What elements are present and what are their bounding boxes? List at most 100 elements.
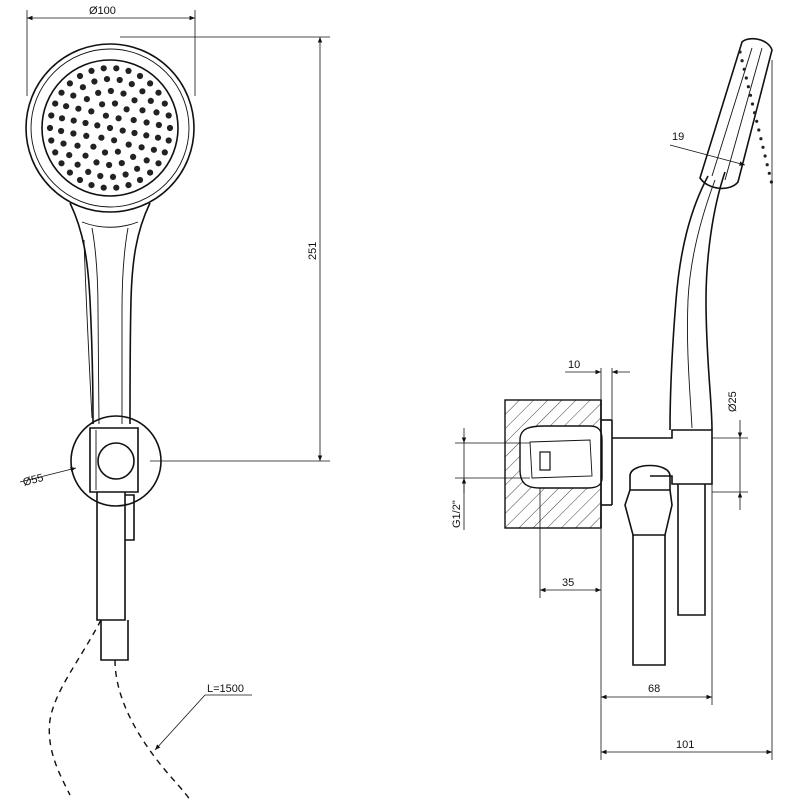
spray-hole bbox=[119, 127, 126, 134]
dim-label-head-diameter: Ø100 bbox=[89, 5, 116, 17]
dim-label-plate-thickness: 10 bbox=[568, 359, 580, 371]
wall-section bbox=[504, 399, 613, 529]
dimension-head-thickness: 19 bbox=[669, 131, 746, 166]
side-connector bbox=[612, 429, 713, 666]
spray-hole bbox=[79, 84, 86, 91]
spray-hole bbox=[70, 92, 77, 99]
spray-hole bbox=[48, 137, 55, 144]
side-spray-hole bbox=[757, 128, 761, 132]
spray-hole bbox=[74, 142, 81, 149]
spray-hole bbox=[118, 160, 125, 167]
spray-hole bbox=[58, 127, 65, 135]
hose-length-label: L=1500 bbox=[207, 683, 244, 695]
spray-hole bbox=[83, 96, 90, 103]
spray-hole bbox=[100, 184, 107, 191]
spray-hole bbox=[122, 171, 129, 178]
dim-label-handle-diameter: Ø25 bbox=[727, 391, 739, 412]
spray-hole bbox=[113, 184, 120, 191]
spray-hole bbox=[131, 129, 138, 137]
dimension-thread: G1/2" bbox=[451, 428, 530, 530]
side-spray-hole bbox=[750, 102, 755, 106]
spray-hole bbox=[58, 89, 65, 96]
spray-hole bbox=[113, 65, 120, 72]
dimension-recess-depth: 35 bbox=[539, 488, 601, 598]
spray-hole bbox=[109, 173, 117, 180]
spray-hole bbox=[130, 117, 137, 124]
side-handset bbox=[669, 37, 774, 431]
spray-hole bbox=[161, 149, 168, 156]
spray-hole bbox=[155, 121, 162, 129]
spray-hole bbox=[166, 124, 174, 132]
spray-hole bbox=[134, 165, 141, 172]
spray-hole bbox=[139, 107, 146, 114]
side-spray-hole bbox=[759, 137, 763, 141]
spray-hole bbox=[123, 106, 130, 113]
spray-hole bbox=[115, 115, 122, 122]
spray-hole bbox=[100, 65, 107, 72]
side-spray-hole bbox=[742, 67, 746, 71]
hose bbox=[48, 619, 191, 801]
shower-handle bbox=[69, 202, 151, 425]
spray-hole bbox=[93, 159, 100, 166]
side-spray-hole bbox=[746, 85, 751, 89]
spray-hole bbox=[128, 81, 135, 88]
spray-hole bbox=[155, 160, 162, 167]
spray-hole bbox=[94, 122, 101, 129]
dim-label-head-thickness: 19 bbox=[672, 131, 684, 143]
dimension-projection-total: 101 bbox=[601, 60, 773, 760]
spray-hole bbox=[85, 168, 92, 175]
spray-hole bbox=[138, 144, 145, 151]
spray-hole bbox=[136, 72, 144, 80]
spray-hole bbox=[165, 112, 172, 119]
spray-hole bbox=[52, 100, 59, 107]
spray-hole bbox=[131, 97, 138, 104]
shower-head bbox=[25, 43, 195, 213]
spray-hole bbox=[98, 134, 105, 141]
spray-hole bbox=[83, 132, 90, 139]
side-spray-hole bbox=[765, 163, 769, 167]
spray-hole bbox=[161, 100, 168, 107]
hose-length-callout: L=1500 bbox=[154, 683, 252, 751]
side-spray-hole bbox=[755, 119, 759, 123]
spray-hole bbox=[101, 149, 109, 156]
spray-hole bbox=[120, 90, 127, 97]
spray-hole bbox=[76, 72, 84, 80]
side-spray-hole bbox=[753, 111, 757, 115]
side-spray-hole bbox=[744, 76, 748, 80]
spray-hole bbox=[143, 132, 150, 139]
spray-hole bbox=[147, 97, 154, 104]
spray-holes bbox=[46, 65, 174, 191]
spray-hole bbox=[82, 119, 89, 127]
dim-label-overall-height: 251 bbox=[307, 242, 319, 260]
spray-hole bbox=[147, 80, 154, 87]
spray-hole bbox=[66, 80, 73, 87]
spray-hole bbox=[60, 140, 67, 147]
spray-hole bbox=[76, 176, 84, 184]
side-view: 19 10 Ø25 G1/2" bbox=[451, 37, 774, 760]
spray-hole bbox=[114, 148, 121, 155]
spray-hole bbox=[99, 101, 106, 108]
spray-hole bbox=[90, 143, 97, 150]
dimension-overall-height: 251 bbox=[120, 36, 330, 462]
spray-hole bbox=[139, 88, 146, 95]
spray-hole bbox=[66, 152, 73, 159]
side-spray-hole bbox=[740, 59, 744, 63]
spray-hole bbox=[70, 117, 77, 124]
spray-hole bbox=[153, 109, 160, 116]
spray-hole bbox=[106, 124, 114, 132]
dim-label-projection-total: 101 bbox=[676, 739, 694, 751]
side-spray-hole bbox=[769, 180, 774, 184]
hose-connector bbox=[96, 492, 135, 661]
side-spray-hole bbox=[738, 50, 742, 54]
spray-hole bbox=[95, 89, 102, 96]
spray-hole bbox=[88, 67, 95, 74]
spray-hole bbox=[88, 182, 95, 189]
spray-hole bbox=[106, 161, 113, 169]
spray-hole bbox=[58, 115, 66, 122]
side-spray-hole bbox=[763, 154, 767, 158]
front-view: Ø100 251 Ø55 L=1500 bbox=[19, 5, 330, 801]
spray-hole bbox=[103, 76, 111, 83]
side-spray-holes bbox=[738, 50, 774, 184]
side-spray-hole bbox=[761, 145, 765, 149]
